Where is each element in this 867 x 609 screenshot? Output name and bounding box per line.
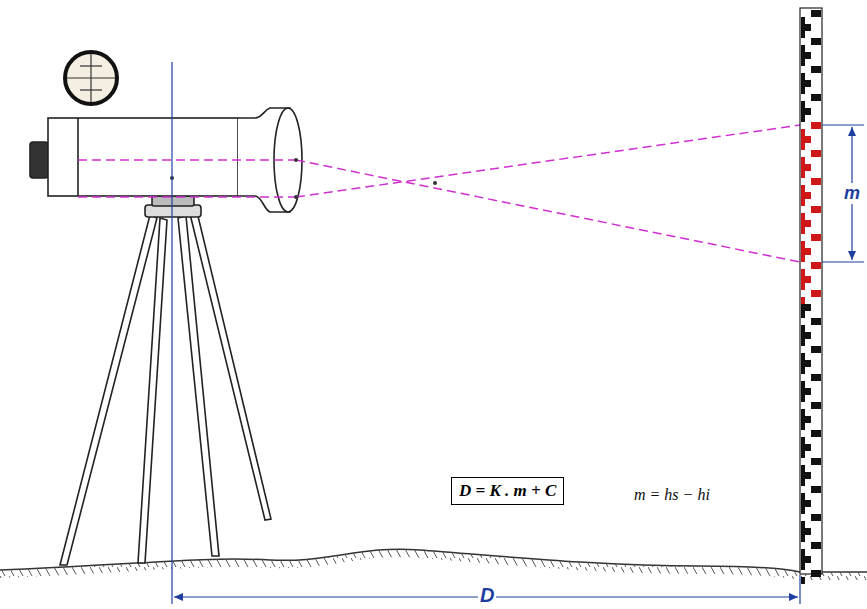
ground-hatching — [0, 549, 867, 580]
vertical-axis — [171, 62, 172, 604]
reticle-symbol — [65, 52, 117, 104]
formula-box: D = K . m + C — [451, 477, 564, 505]
telescope — [30, 108, 302, 212]
formula-note: m = hs − hi — [632, 486, 712, 504]
intercept-label: m — [842, 183, 862, 204]
m-dimension — [822, 125, 864, 262]
formula-text: D = K . m + C — [459, 481, 556, 501]
tripod — [60, 196, 271, 565]
distance-label: D — [478, 584, 496, 607]
leveling-staff — [800, 8, 822, 584]
stadia-rays — [78, 125, 800, 262]
